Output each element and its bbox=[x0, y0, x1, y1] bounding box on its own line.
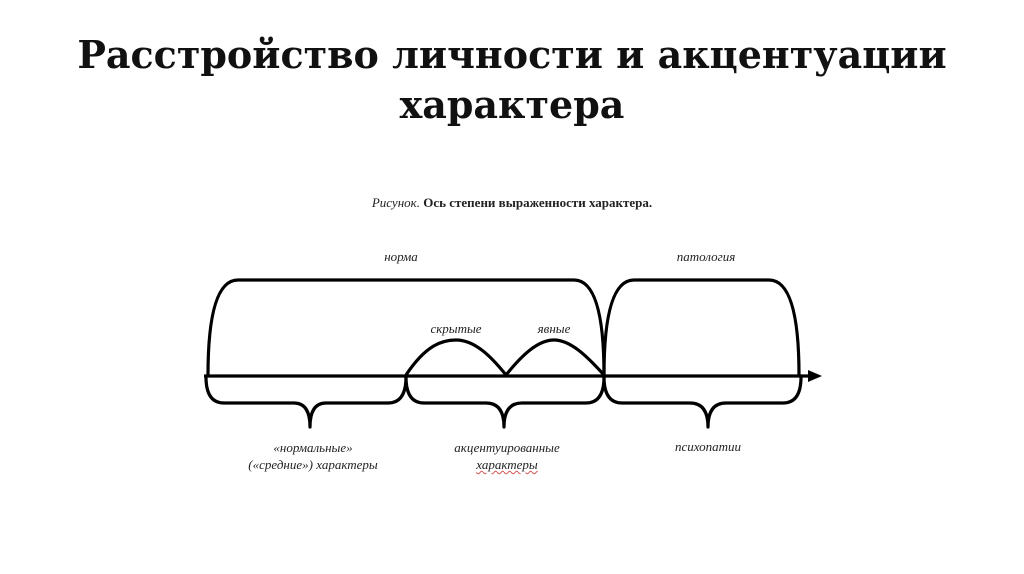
label-norm: норма bbox=[384, 249, 418, 264]
slide-title-line-1: Расстройство личности и акцентуации bbox=[77, 32, 947, 77]
slide-title: Расстройство личности и акцентуации хара… bbox=[0, 30, 1024, 130]
slide-title-line-2: характера bbox=[399, 82, 625, 127]
character-axis-figure: Рисунок. Ось степени выраженности характ… bbox=[194, 185, 830, 483]
figure-caption-prefix: Рисунок. bbox=[371, 195, 420, 210]
normal-characters-brace bbox=[204, 376, 408, 429]
label-normal-line-1: «нормальные» bbox=[273, 440, 353, 455]
figure-caption: Рисунок. Ось степени выраженности характ… bbox=[194, 195, 830, 211]
label-normal-line-2: («средние») характеры bbox=[248, 457, 378, 472]
label-accentuated-line-2-text: характеры bbox=[476, 457, 538, 472]
label-accentuated-characters: акцентуированные характеры bbox=[432, 439, 582, 473]
axis-arrowhead bbox=[808, 370, 822, 382]
character-axis-diagram bbox=[204, 278, 822, 429]
norm-bracket bbox=[206, 278, 606, 376]
label-normal-characters: «нормальные» («средние») характеры bbox=[218, 439, 408, 473]
label-accentuated-line-2: характеры bbox=[432, 456, 582, 473]
label-psychopathies: психопатии bbox=[674, 439, 742, 454]
label-explicit: явные bbox=[537, 321, 571, 336]
pathology-bracket bbox=[602, 278, 801, 376]
label-pathology: патология bbox=[676, 249, 736, 264]
explicit-accentuation-curve bbox=[504, 338, 606, 377]
label-hidden: скрытые bbox=[430, 321, 482, 336]
figure-caption-text: Ось степени выраженности характера. bbox=[423, 195, 653, 210]
label-accentuated-line-1: акцентуированные bbox=[454, 440, 560, 455]
hidden-accentuation-curve bbox=[404, 338, 508, 376]
accentuated-characters-brace bbox=[404, 376, 606, 429]
psychopathies-brace bbox=[602, 376, 803, 429]
